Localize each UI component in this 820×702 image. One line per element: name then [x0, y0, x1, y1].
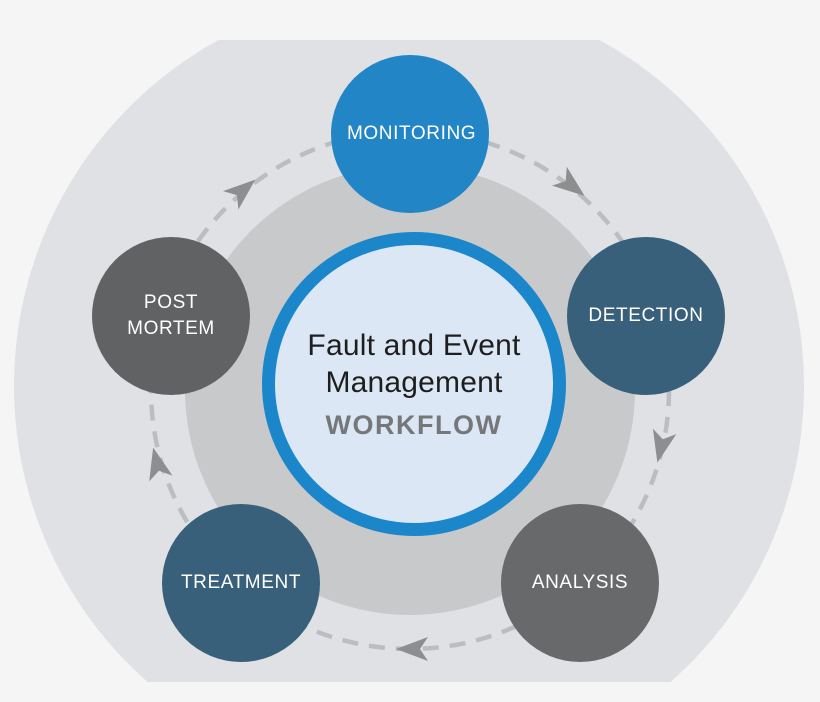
node-detection: DETECTION [567, 237, 725, 395]
flow-arrow-icon [652, 428, 677, 463]
node-monitoring: MONITORING [331, 55, 489, 213]
center-hub-circle: Fault and Event Management WORKFLOW [262, 232, 566, 536]
flow-arrow-icon [396, 637, 428, 661]
flow-arrow-icon [149, 447, 173, 482]
node-analysis: ANALYSIS [501, 504, 659, 662]
node-treatment: TREATMENT [162, 504, 320, 662]
flow-arrow-icon [223, 179, 256, 210]
flow-arrow-icon [552, 166, 585, 196]
diagram-title: Fault and Event Management [307, 327, 520, 401]
diagram-title-line1: Fault and Event [307, 329, 521, 362]
node-analysis-label: ANALYSIS [531, 572, 629, 593]
node-detection-label: DETECTION [588, 305, 704, 326]
diagram-subtitle: WORKFLOW [325, 410, 503, 440]
node-post-mortem-label: POST MORTEM [127, 292, 215, 339]
diagram-title-line2: Management [325, 366, 503, 399]
node-treatment-label: TREATMENT [180, 572, 302, 593]
node-monitoring-label: MONITORING [347, 123, 477, 144]
node-post-mortem: POST MORTEM [92, 237, 250, 395]
